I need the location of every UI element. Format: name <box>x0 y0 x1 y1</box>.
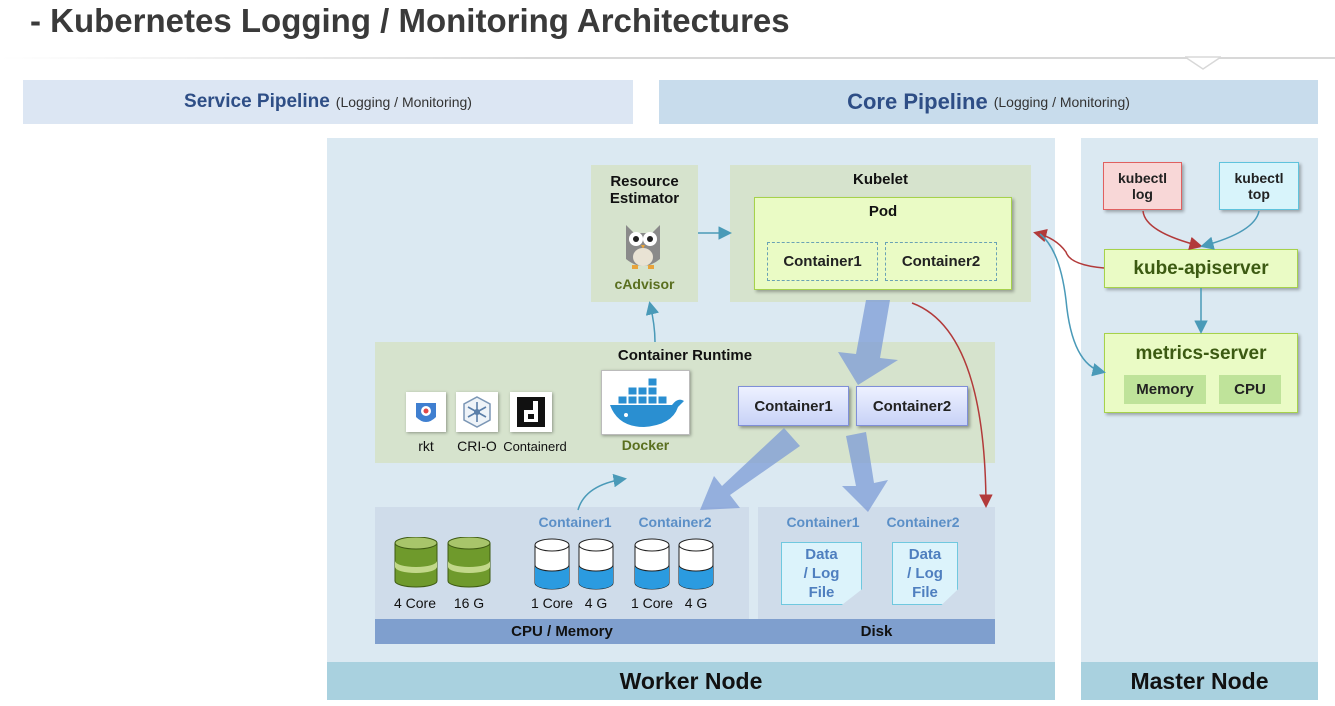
rkt-icon <box>406 392 446 432</box>
kubectl-log-line2: log <box>1131 186 1153 202</box>
service-pipeline-subtitle: (Logging / Monitoring) <box>335 94 472 110</box>
disk-label: Disk <box>860 623 893 640</box>
docker-icon <box>601 370 690 435</box>
resource-estimator: Resource Estimator cAdvisor <box>591 165 698 302</box>
rkt-label: rkt <box>418 438 434 454</box>
core-pipeline-subtitle: (Logging / Monitoring) <box>993 94 1130 110</box>
resource-estimator-title-line1: Resource <box>610 173 679 190</box>
container2-memory-label: 4 G <box>684 595 708 611</box>
metrics-memory: Memory <box>1124 375 1206 404</box>
runtime-container2: Container2 <box>856 386 968 426</box>
kube-apiserver: kube-apiserver <box>1104 249 1298 288</box>
worker-node-label: Worker Node <box>327 662 1055 700</box>
kubectl-top-line1: kubectl <box>1234 170 1284 186</box>
master-node-label: Master Node <box>1081 662 1318 700</box>
container2-cpu-label: 1 Core <box>630 595 674 611</box>
cpu-container1-title: Container1 <box>538 514 612 530</box>
kubectl-top-command[interactable]: kubectl top <box>1219 162 1299 210</box>
pod-container1: Container1 <box>767 242 878 281</box>
docker-label: Docker <box>621 437 670 453</box>
disk-container1-title: Container1 <box>786 514 860 530</box>
pod-title: Pod <box>868 203 898 220</box>
file1-line2: / Log <box>803 565 840 582</box>
container-runtime-title: Container Runtime <box>617 347 753 364</box>
container1-cpu-label: 1 Core <box>530 595 574 611</box>
crio-label: CRI-O <box>457 438 497 454</box>
runtime-container1: Container1 <box>738 386 849 426</box>
kubectl-log-line1: kubectl <box>1117 170 1167 186</box>
title-divider <box>0 57 1335 59</box>
file2-line2: / Log <box>907 565 943 582</box>
cpu-container2-title: Container2 <box>638 514 712 530</box>
container1-memory-label: 4 G <box>584 595 608 611</box>
containerd-label: Containerd <box>503 439 567 454</box>
kubectl-log-command[interactable]: kubectl log <box>1103 162 1182 210</box>
node-cpu-label: 4 Core <box>393 595 437 611</box>
container2-log-file: Data / Log File <box>892 542 958 605</box>
kubelet-title: Kubelet <box>852 171 908 188</box>
containerd-icon <box>510 392 552 432</box>
disk-container2-title: Container2 <box>886 514 960 530</box>
kubectl-top-line2: top <box>1248 186 1270 202</box>
file1-line3: File <box>808 584 835 601</box>
pod-container2: Container2 <box>885 242 997 281</box>
core-pipeline-title: Core Pipeline <box>847 89 988 114</box>
file1-line1: Data <box>805 546 838 563</box>
file2-line3: File <box>912 584 938 601</box>
resource-estimator-title-line2: Estimator <box>609 190 680 207</box>
service-pipeline-title: Service Pipeline <box>184 91 330 112</box>
metrics-cpu: CPU <box>1219 375 1281 404</box>
owl-icon <box>626 225 660 269</box>
crio-icon <box>456 392 498 432</box>
metrics-server-title: metrics-server <box>1135 343 1267 364</box>
page-title: - Kubernetes Logging / Monitoring Archit… <box>30 2 790 39</box>
core-pipeline-banner: Core Pipeline (Logging / Monitoring) <box>659 80 1318 124</box>
cadvisor-label: cAdvisor <box>614 276 675 292</box>
container1-log-file: Data / Log File <box>781 542 862 605</box>
resource-bar: CPU / Memory Disk <box>375 619 995 644</box>
resource-cylinders <box>394 537 714 590</box>
cpu-memory-label: CPU / Memory <box>511 623 613 640</box>
file2-line1: Data <box>908 546 942 563</box>
service-pipeline-banner: Service Pipeline (Logging / Monitoring) <box>23 80 633 124</box>
node-memory-label: 16 G <box>453 595 485 611</box>
title-notch <box>1185 56 1221 70</box>
